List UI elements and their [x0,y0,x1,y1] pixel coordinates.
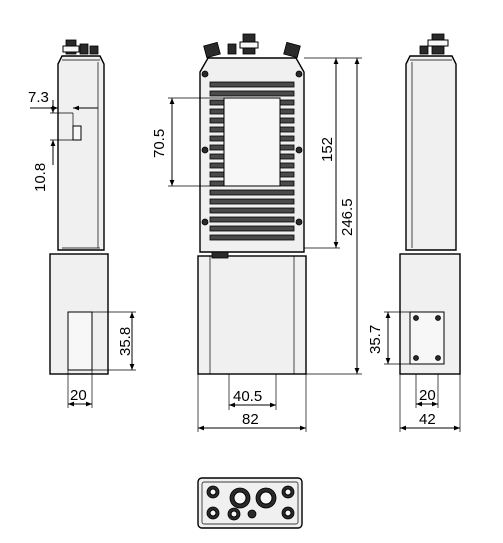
left-slot [72,125,82,141]
dim-82: 82 [242,411,259,428]
dim-42: 42 [419,411,436,428]
left-upper-body [57,55,105,251]
right-side-view: 35.7 20 42 [367,33,461,432]
front-window [223,97,281,187]
dim-20-right: 20 [419,387,436,404]
dim-20-left: 20 [70,387,87,404]
dim-7-3: 7.3 [28,89,49,106]
right-connectors [419,33,449,55]
dim-35-8: 35.8 [117,327,134,356]
fin [209,90,295,97]
fin [209,81,295,88]
fin [209,216,295,223]
dim-246-5: 246.5 [339,198,356,236]
front-lower-body [197,255,307,375]
left-window [67,311,93,371]
front-connectors [203,33,301,59]
front-view: 70.5 152 246.5 40.5 82 [151,33,362,432]
plate-screws [413,315,441,361]
dim-10-8: 10.8 [32,163,49,192]
top-view [197,477,303,529]
dim-35-7: 35.7 [367,325,384,354]
left-side-view: 7.3 10.8 35.8 20 [28,39,136,408]
fin [209,189,295,196]
right-upper-body [405,55,457,251]
dim-152: 152 [319,137,336,162]
dim-40-5: 40.5 [233,388,262,405]
fin [209,207,295,214]
dim-70-5: 70.5 [151,129,168,158]
top-connectors [206,485,295,521]
front-screws [201,70,303,226]
fin [209,234,295,241]
left-connectors [62,39,99,55]
fin [209,225,295,232]
fin [209,198,295,205]
